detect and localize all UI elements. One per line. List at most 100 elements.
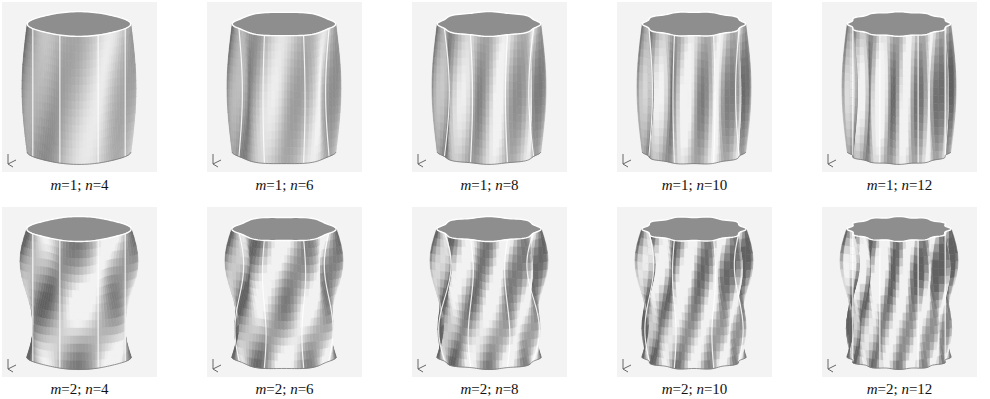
shell-surface xyxy=(119,93,122,101)
shell-surface xyxy=(521,74,525,82)
shell-surface xyxy=(521,58,525,66)
shell-surface xyxy=(287,115,290,123)
shell-surface xyxy=(86,85,89,93)
shell-surface xyxy=(83,61,87,69)
shell-surface xyxy=(489,109,493,117)
shell-surface xyxy=(284,36,287,44)
shell-surface xyxy=(482,117,485,126)
shell-surface xyxy=(41,94,44,102)
shell-surface xyxy=(297,132,301,140)
shell-surface xyxy=(22,96,23,105)
shell-surface xyxy=(287,90,290,98)
shell-surface xyxy=(332,42,334,51)
shell-surface xyxy=(521,106,525,114)
shell-surface xyxy=(82,149,86,157)
shell-surface xyxy=(332,34,334,43)
shell-surface xyxy=(72,117,76,125)
shell-surface xyxy=(267,148,271,156)
shell-surface xyxy=(62,84,65,93)
shell-surface xyxy=(281,59,284,67)
shell-surface xyxy=(293,147,296,155)
shell-surface xyxy=(287,51,290,59)
shell-surface xyxy=(290,99,293,107)
shell-surface xyxy=(93,132,96,140)
shell-surface xyxy=(517,138,521,146)
shell-surface xyxy=(521,122,525,130)
shell-surface xyxy=(281,51,284,59)
shell-surface xyxy=(86,141,89,149)
shell-surface xyxy=(68,133,71,141)
shell-surface xyxy=(65,84,68,93)
shell-surface xyxy=(534,98,538,107)
shell-surface xyxy=(253,83,256,92)
shell-surface xyxy=(72,44,76,52)
shell-surface xyxy=(236,131,239,140)
shell-surface xyxy=(86,93,89,101)
shell-surface xyxy=(271,99,275,107)
shell-surface xyxy=(63,148,66,156)
shell-surface xyxy=(271,107,275,115)
shell-surface xyxy=(290,115,293,123)
shell-surface xyxy=(76,36,79,44)
shell-surface xyxy=(75,53,79,61)
shell-surface xyxy=(482,36,485,44)
shell-surface xyxy=(63,140,66,148)
shell-surface xyxy=(489,36,492,44)
mode-figure xyxy=(2,2,157,172)
shell-surface xyxy=(281,75,284,83)
shell-surface xyxy=(513,130,517,138)
shell-surface xyxy=(271,156,274,164)
shell-surface xyxy=(93,100,96,109)
shell-surface xyxy=(236,43,239,52)
shell-surface xyxy=(538,122,541,131)
shell-surface xyxy=(65,68,68,77)
shell-surface xyxy=(502,35,505,43)
shell-surface xyxy=(496,148,499,156)
shell-surface xyxy=(256,116,260,124)
shell-surface xyxy=(271,44,274,52)
shell-surface xyxy=(236,83,239,92)
shell-surface xyxy=(69,141,72,149)
shell-surface xyxy=(63,35,66,43)
shell-surface xyxy=(538,82,542,91)
shell-surface xyxy=(274,155,277,163)
shell-surface xyxy=(482,140,485,148)
shell-surface xyxy=(297,84,301,92)
shell-surface xyxy=(499,123,501,132)
shell-surface xyxy=(36,93,39,101)
shell-surface xyxy=(75,86,79,94)
shell-surface xyxy=(278,131,281,139)
shell-surface xyxy=(332,82,335,91)
shell-surface xyxy=(284,131,287,139)
shell-surface xyxy=(92,148,95,156)
shell-surface xyxy=(542,81,545,90)
shell-surface xyxy=(79,77,83,85)
shell-surface xyxy=(284,98,287,106)
shell-surface xyxy=(493,85,496,94)
shell-surface xyxy=(69,36,72,44)
shell-surface xyxy=(83,101,87,109)
shell-surface xyxy=(271,91,275,99)
shell-surface xyxy=(62,124,65,133)
shell-surface xyxy=(256,108,260,116)
shell-surface xyxy=(267,100,271,108)
shell-surface xyxy=(332,66,335,75)
shell-surface xyxy=(517,154,521,162)
shell-surface xyxy=(93,92,96,101)
shell-surface xyxy=(485,93,489,101)
shell-surface xyxy=(496,156,499,164)
shell-surface xyxy=(293,99,297,107)
shell-surface xyxy=(538,66,542,75)
shell-surface xyxy=(521,50,525,58)
shell-surface xyxy=(89,156,92,164)
shell-surface xyxy=(89,148,92,156)
shell-surface xyxy=(253,107,256,116)
shell-surface xyxy=(72,53,76,61)
shell-surface xyxy=(489,101,493,109)
shell-surface xyxy=(65,100,68,109)
shell-surface xyxy=(332,114,335,123)
shell-surface xyxy=(72,149,76,157)
shell-surface xyxy=(522,90,526,98)
shell-surface xyxy=(281,106,284,114)
shell-surface xyxy=(284,147,287,155)
